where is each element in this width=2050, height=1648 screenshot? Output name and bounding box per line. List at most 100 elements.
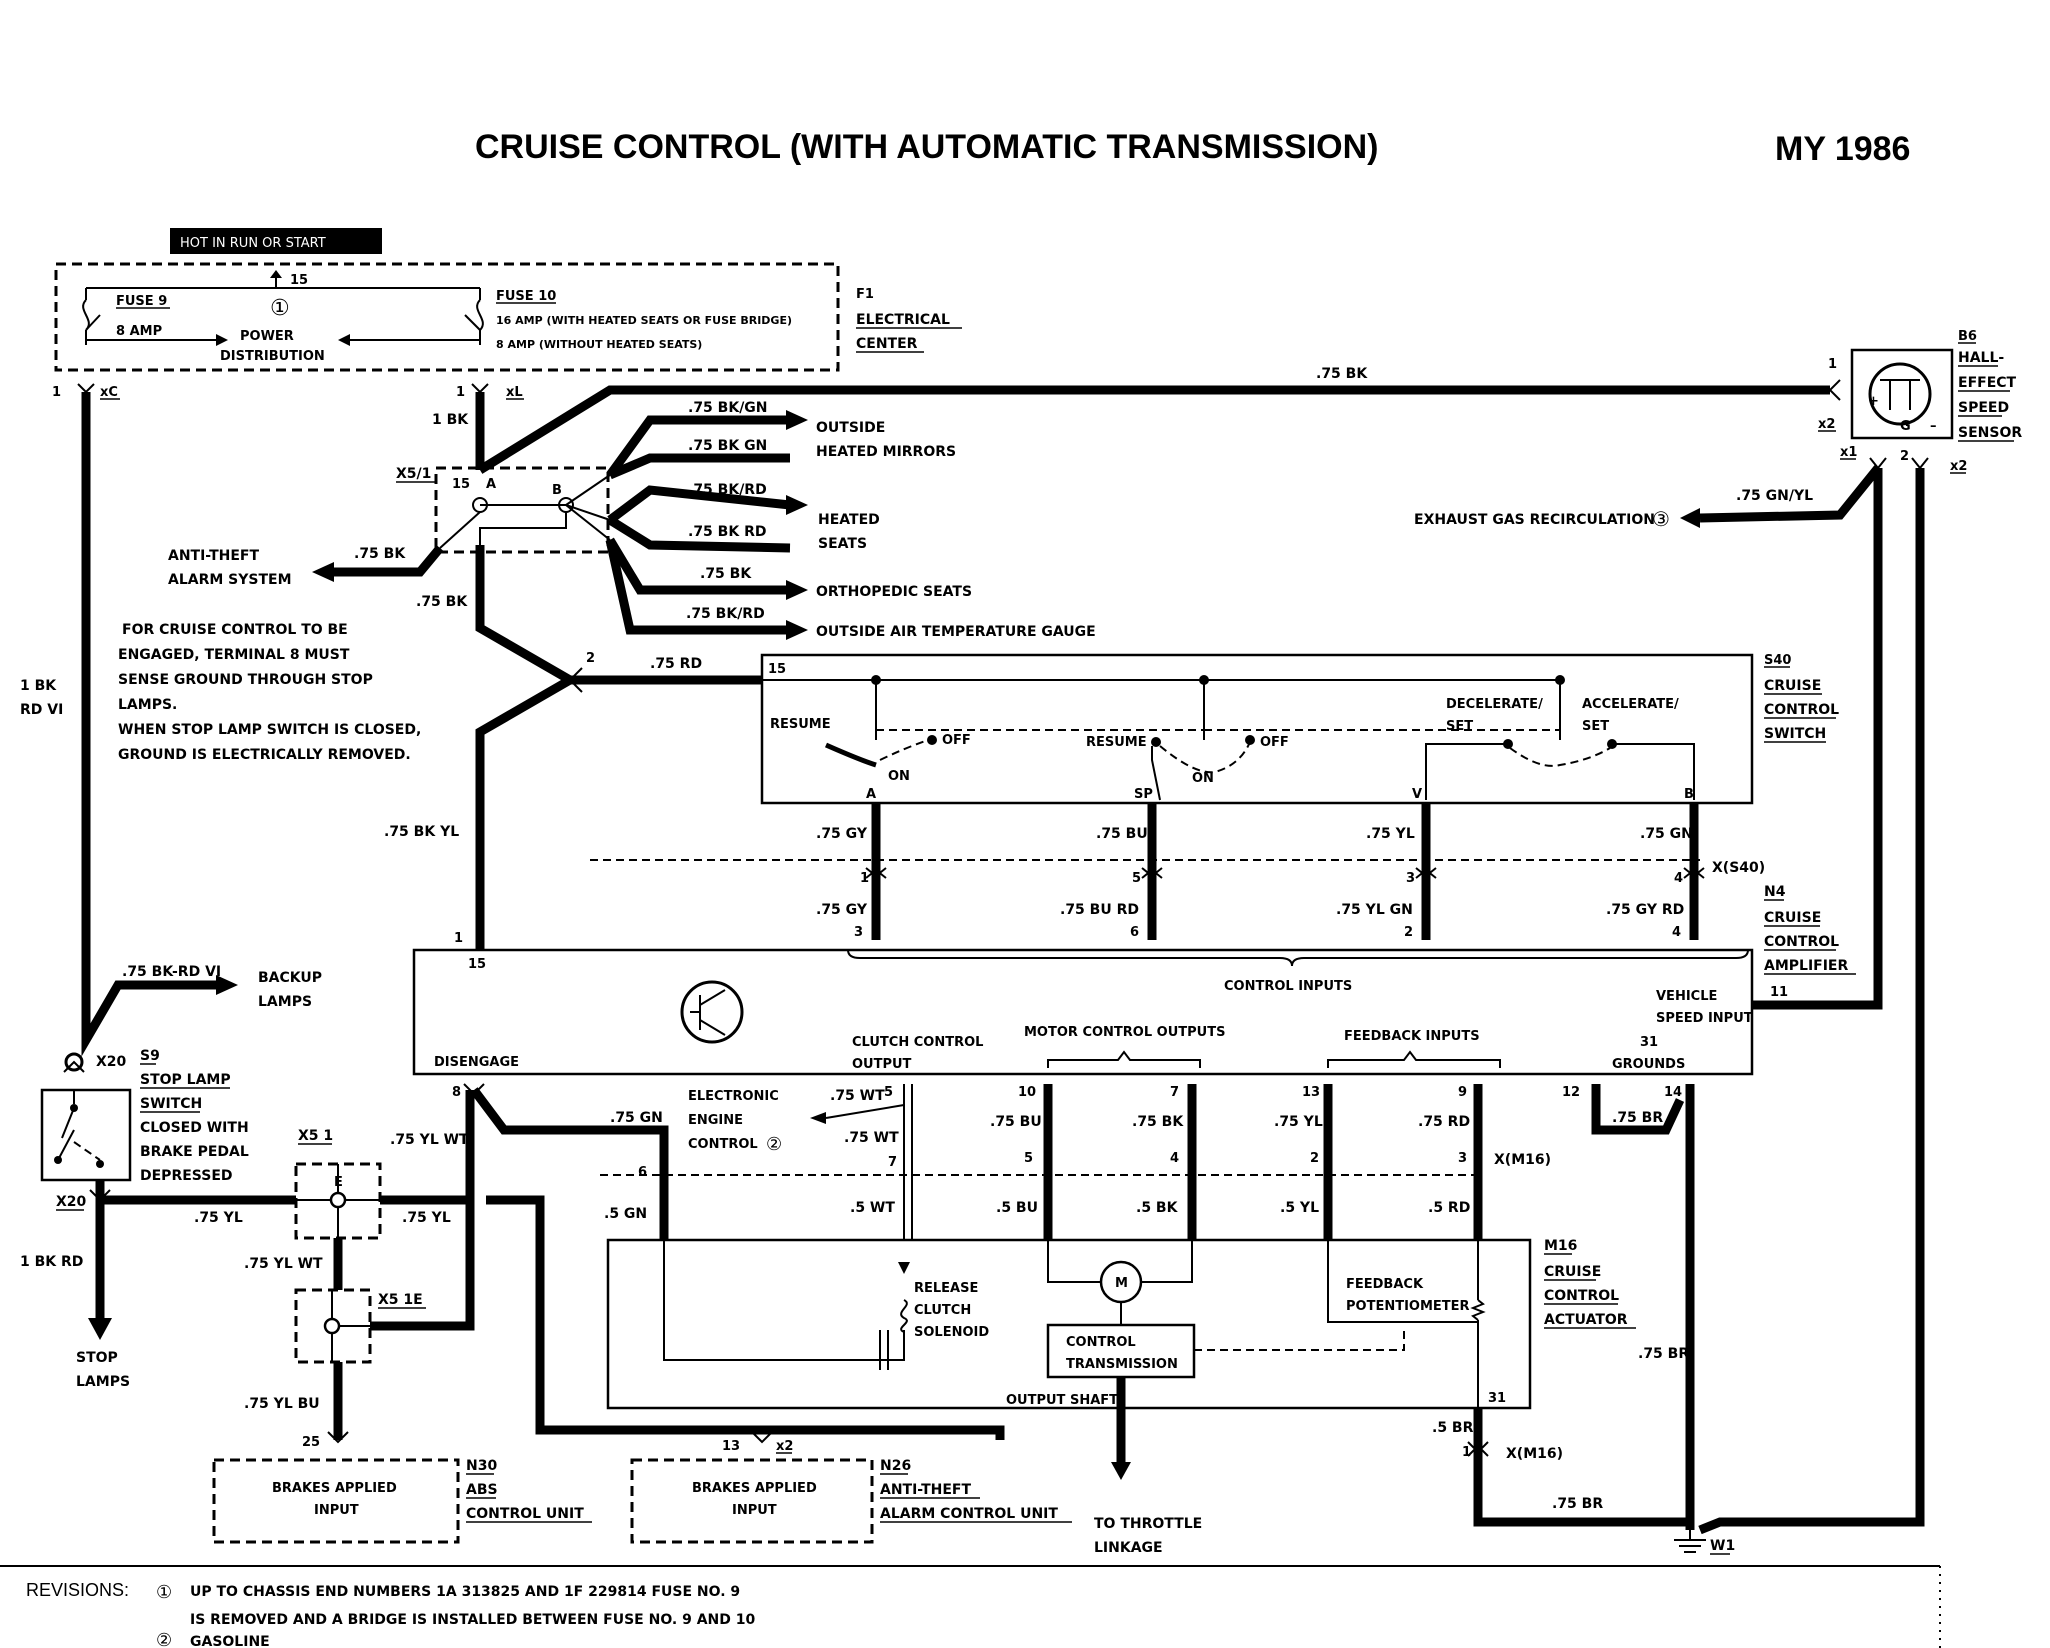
s9-stop-lamp-switch[interactable]: .75 BK-RD VI BACKUP LAMPS X20 S9 STOP LA… — [20, 678, 322, 1211]
svg-text:3: 3 — [1406, 871, 1415, 886]
svg-text:8 AMP: 8 AMP — [116, 324, 162, 339]
svg-text:.75 GY: .75 GY — [816, 826, 868, 842]
svg-text:VEHICLE: VEHICLE — [1656, 989, 1717, 1004]
svg-text:.75 BK/RD: .75 BK/RD — [686, 606, 765, 622]
s40-cruise-control-switch[interactable]: 15 2 .75 RD RESUME OFF ON RESUME OFF ON … — [586, 651, 1839, 805]
f1-id: F1 — [856, 287, 874, 302]
n30-abs-control-unit[interactable]: BRAKES APPLIED INPUT N30 ABS CONTROL UNI… — [212, 1458, 592, 1544]
svg-text:EFFECT: EFFECT — [1958, 375, 2017, 391]
svg-text:12: 12 — [1562, 1085, 1580, 1100]
svg-text:CENTER: CENTER — [856, 336, 918, 352]
svg-text:SPEED INPUT: SPEED INPUT — [1656, 1011, 1753, 1026]
svg-text:.75 BU: .75 BU — [1096, 826, 1148, 842]
svg-text:ALARM SYSTEM: ALARM SYSTEM — [168, 572, 292, 588]
svg-text:G: G — [1900, 419, 1911, 434]
svg-text:1 BK RD: 1 BK RD — [20, 1254, 83, 1270]
svg-text:.75 BU RD: .75 BU RD — [1060, 902, 1139, 918]
heated-seats-label: HEATED — [818, 512, 880, 528]
svg-text:x2: x2 — [776, 1439, 793, 1454]
n4-cruise-control-amplifier[interactable]: 1 15 CONTROL INPUTS VEHICLE SPEED INPUT … — [412, 884, 1856, 1076]
svg-text:B: B — [1684, 787, 1694, 802]
svg-text:N30: N30 — [466, 1458, 497, 1474]
svg-text:GROUND IS ELECTRICALLY REMOVED: GROUND IS ELECTRICALLY REMOVED. — [118, 747, 411, 763]
svg-text:.5 YL: .5 YL — [1280, 1200, 1319, 1216]
svg-text:.75 YL GN: .75 YL GN — [1336, 902, 1413, 918]
svg-text:RESUME: RESUME — [1086, 735, 1147, 750]
svg-text:HALL-: HALL- — [1958, 350, 2004, 366]
svg-text:CRUISE: CRUISE — [1764, 910, 1821, 926]
svg-text:IS REMOVED AND A BRIDGE IS INS: IS REMOVED AND A BRIDGE IS INSTALLED BET… — [190, 1612, 756, 1628]
svg-text:ELECTRICAL: ELECTRICAL — [856, 312, 950, 328]
svg-text:.75 YL WT: .75 YL WT — [390, 1132, 469, 1148]
svg-text:.75 BK: .75 BK — [354, 546, 406, 562]
svg-text:BRAKES APPLIED: BRAKES APPLIED — [692, 1481, 817, 1496]
svg-text:SET: SET — [1582, 719, 1609, 734]
svg-text:ANTI-THEFT: ANTI-THEFT — [880, 1482, 971, 1498]
svg-text:DISENGAGE: DISENGAGE — [434, 1055, 519, 1070]
svg-text:②: ② — [156, 1630, 172, 1648]
svg-text:MOTOR CONTROL OUTPUTS: MOTOR CONTROL OUTPUTS — [1024, 1025, 1225, 1040]
svg-text:.75 BK: .75 BK — [1132, 1114, 1184, 1130]
svg-text:ENGINE: ENGINE — [688, 1113, 743, 1128]
svg-text:25: 25 — [302, 1435, 320, 1450]
svg-text:.75 BK RD: .75 BK RD — [688, 524, 766, 540]
svg-text:xL: xL — [506, 385, 523, 400]
svg-text:DISTRIBUTION: DISTRIBUTION — [220, 349, 325, 364]
svg-text:3: 3 — [854, 925, 863, 940]
svg-text:10: 10 — [1018, 1085, 1036, 1100]
svg-text:CONTROL: CONTROL — [688, 1137, 758, 1152]
svg-text:7: 7 — [1170, 1085, 1179, 1100]
fuse10-label: FUSE 10 — [496, 289, 556, 304]
svg-text:N26: N26 — [880, 1458, 911, 1474]
svg-text:CONTROL: CONTROL — [1066, 1335, 1136, 1350]
throttle-linkage-label: TO THROTTLE — [1094, 1516, 1202, 1532]
svg-text:15: 15 — [452, 477, 470, 492]
transistor-icon — [680, 980, 744, 1044]
svg-text:X20: X20 — [96, 1054, 127, 1070]
svg-text:.75 GY RD: .75 GY RD — [1606, 902, 1684, 918]
revisions: REVISIONS: ① UP TO CHASSIS END NUMBERS 1… — [26, 1580, 756, 1648]
svg-text:POWER: POWER — [240, 329, 294, 344]
svg-text:②: ② — [766, 1134, 782, 1155]
svg-text:x2: x2 — [1950, 459, 1967, 474]
svg-text:OUTPUT: OUTPUT — [852, 1057, 912, 1072]
svg-text:.75 RD: .75 RD — [1418, 1114, 1470, 1130]
svg-text:ON: ON — [888, 769, 910, 784]
svg-text:ELECTRONIC: ELECTRONIC — [688, 1089, 779, 1104]
hot-badge — [170, 228, 382, 254]
svg-text:.75 YL: .75 YL — [194, 1210, 243, 1226]
fuse9-label: FUSE 9 — [116, 294, 167, 309]
svg-text:.75 BK YL: .75 BK YL — [384, 824, 459, 840]
svg-text:16 AMP (WITH HEATED SEATS OR F: 16 AMP (WITH HEATED SEATS OR FUSE BRIDGE… — [496, 314, 792, 327]
svg-text:HEATED MIRRORS: HEATED MIRRORS — [816, 444, 956, 460]
svg-text:RELEASE: RELEASE — [914, 1281, 978, 1296]
n26-antitheft-control-unit[interactable]: BRAKES APPLIED INPUT N26 ANTI-THEFT ALAR… — [630, 1458, 1072, 1544]
svg-text:9: 9 — [1458, 1085, 1467, 1100]
svg-text:X(M16): X(M16) — [1506, 1446, 1563, 1462]
svg-text:E: E — [334, 1175, 343, 1190]
m16-cruise-control-actuator[interactable]: RELEASE CLUTCH SOLENOID M CONTROL TRANSM… — [606, 1238, 1636, 1480]
svg-text:.75 BK-RD VI: .75 BK-RD VI — [122, 964, 221, 980]
svg-text:①: ① — [156, 1582, 172, 1603]
svg-text:.75 BR: .75 BR — [1612, 1110, 1663, 1126]
svg-text:SOLENOID: SOLENOID — [914, 1325, 989, 1340]
n4-id: N4 — [1764, 884, 1786, 900]
svg-text:6: 6 — [1130, 925, 1139, 940]
svg-text:BRAKES APPLIED: BRAKES APPLIED — [272, 1481, 397, 1496]
svg-text:LAMPS: LAMPS — [76, 1374, 130, 1390]
x-s40-connector: X(S40) — [1712, 860, 1765, 876]
svg-text:REVISIONS:: REVISIONS: — [26, 1580, 129, 1600]
svg-text:3: 3 — [1458, 1151, 1467, 1166]
svg-text:14: 14 — [1664, 1085, 1682, 1100]
svg-text:.75 BK GN: .75 BK GN — [688, 438, 767, 454]
s40-id: S40 — [1764, 653, 1791, 668]
svg-text:DECELERATE/: DECELERATE/ — [1446, 697, 1543, 712]
svg-text:5: 5 — [1024, 1151, 1033, 1166]
svg-text:1: 1 — [860, 871, 869, 886]
svg-text:.5 GN: .5 GN — [604, 1206, 647, 1222]
svg-text:X20: X20 — [56, 1194, 87, 1210]
svg-text:SENSE GROUND THROUGH STOP: SENSE GROUND THROUGH STOP — [118, 672, 373, 688]
svg-text:11: 11 — [1770, 985, 1788, 1000]
x51-label: X5/1 — [396, 466, 431, 482]
svg-text:GASOLINE: GASOLINE — [190, 1634, 270, 1648]
